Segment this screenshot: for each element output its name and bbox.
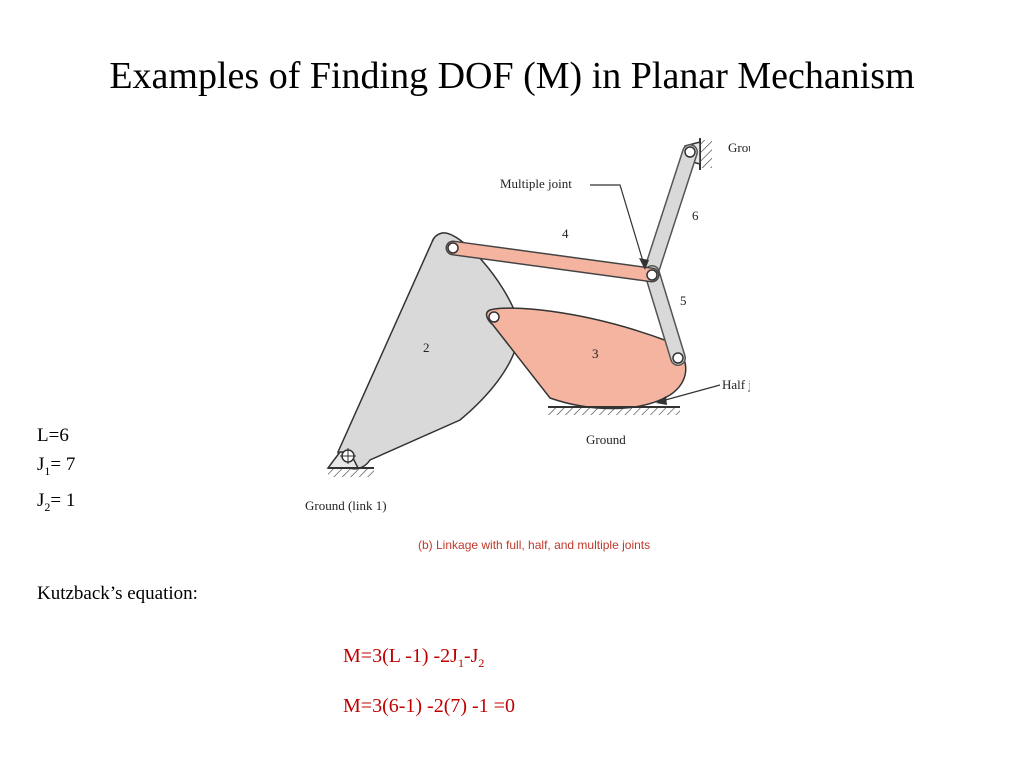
linkage-svg: Ground Multiple joint 6 4 5 2 3 Half joi… — [305, 138, 773, 552]
label-ground-top: Ground — [728, 140, 750, 155]
linkage-diagram: Ground Multiple joint 6 4 5 2 3 Half joi… — [290, 130, 773, 560]
param-l: L=6 — [37, 425, 69, 446]
joint-pins — [447, 146, 696, 364]
page-title: Examples of Finding DOF (M) in Planar Me… — [109, 55, 915, 97]
label-half-joint: Half joint — [722, 377, 750, 392]
leader-lines — [590, 184, 721, 403]
param-j1: J1= 7 — [37, 454, 76, 478]
label-link-3: 3 — [592, 346, 599, 361]
equation-evaluated: M=3(6-1) -2(7) -1 =0 — [343, 695, 515, 717]
label-link-5: 5 — [680, 293, 687, 308]
equation-general: M=3(L -1) -2J1-J2 — [343, 645, 485, 670]
label-multiple-joint: Multiple joint — [500, 176, 572, 191]
link-3 — [485, 307, 687, 410]
ground-bottom-left-mount — [326, 448, 374, 477]
kutzback-label: Kutzback’s equation: — [37, 583, 198, 604]
label-ground-link1: Ground (link 1) — [305, 498, 387, 513]
link-2 — [337, 232, 520, 470]
param-j2: J2= 1 — [37, 489, 76, 514]
label-link-6: 6 — [692, 208, 699, 223]
label-link-4: 4 — [562, 226, 569, 241]
ground-surface — [548, 406, 680, 415]
diagram-caption: (b) Linkage with full, half, and multipl… — [418, 538, 650, 552]
label-ground-bottom: Ground — [586, 432, 626, 447]
label-link-2: 2 — [423, 340, 430, 355]
parameter-list: L=6 J1= 7 J2= 1 — [37, 421, 75, 522]
